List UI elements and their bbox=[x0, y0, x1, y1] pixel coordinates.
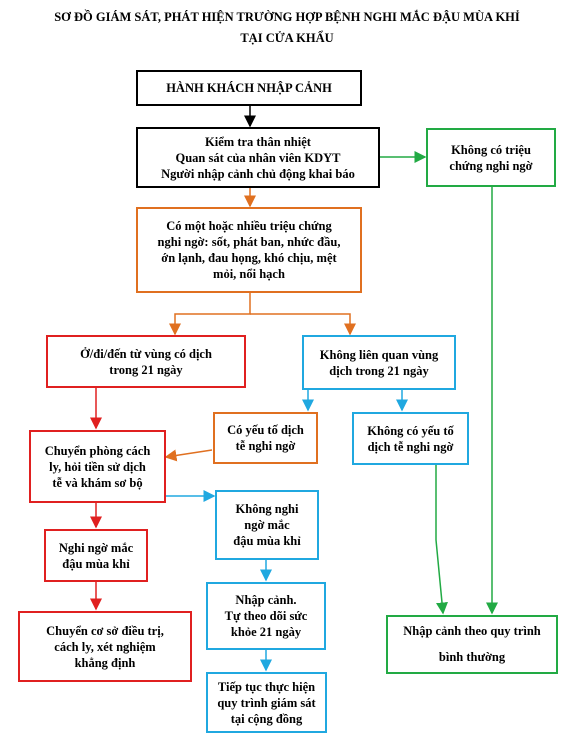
node-community: Tiếp tục thực hiện quy trình giám sát tạ… bbox=[206, 672, 327, 733]
node-not-epidemic-area: Không liên quan vùng dịch trong 21 ngày bbox=[302, 335, 456, 390]
node-isolation-room: Chuyển phòng cách ly, hỏi tiền sử dịch t… bbox=[29, 430, 166, 503]
node-not-suspected: Không nghi ngờ mắc đậu mùa khỉ bbox=[215, 490, 319, 560]
arrow-symptoms-epidemic-area bbox=[169, 293, 251, 336]
node-screening: Kiểm tra thân nhiệt Quan sát của nhân vi… bbox=[136, 127, 380, 188]
node-symptoms: Có một hoặc nhiều triệu chứng nghi ngờ: … bbox=[136, 207, 362, 293]
diagram-subtitle: TẠI CỬA KHẨU bbox=[240, 31, 334, 45]
node-treatment: Chuyển cơ sở điều trị, cách ly, xét nghi… bbox=[18, 611, 192, 682]
node-no-epi-factor: Không có yếu tố dịch tễ nghi ngờ bbox=[352, 412, 469, 465]
arrow-symptoms-not-epidemic-area bbox=[250, 313, 356, 336]
node-normal-entry: Nhập cảnh theo quy trình bình thường bbox=[386, 615, 558, 674]
node-suspected: Nghi ngờ mắc đậu mùa khỉ bbox=[44, 529, 148, 582]
node-entry-monitor: Nhập cảnh. Tự theo dõi sức khỏe 21 ngày bbox=[206, 582, 326, 650]
node-no-symptoms: Không có triệu chứng nghi ngờ bbox=[426, 128, 556, 187]
node-from-epidemic-area: Ở/đi/đến từ vùng có dịch trong 21 ngày bbox=[46, 335, 246, 388]
diagram-title: SƠ ĐỒ GIÁM SÁT, PHÁT HIỆN TRƯỜNG HỢP BỆN… bbox=[54, 10, 520, 24]
arrow-no-factor-normal bbox=[435, 465, 448, 615]
node-passengers: HÀNH KHÁCH NHẬP CẢNH bbox=[136, 70, 362, 106]
arrow-has-factor-isolation bbox=[164, 449, 213, 462]
node-has-epi-factor: Có yếu tố dịch tễ nghi ngờ bbox=[213, 412, 318, 464]
